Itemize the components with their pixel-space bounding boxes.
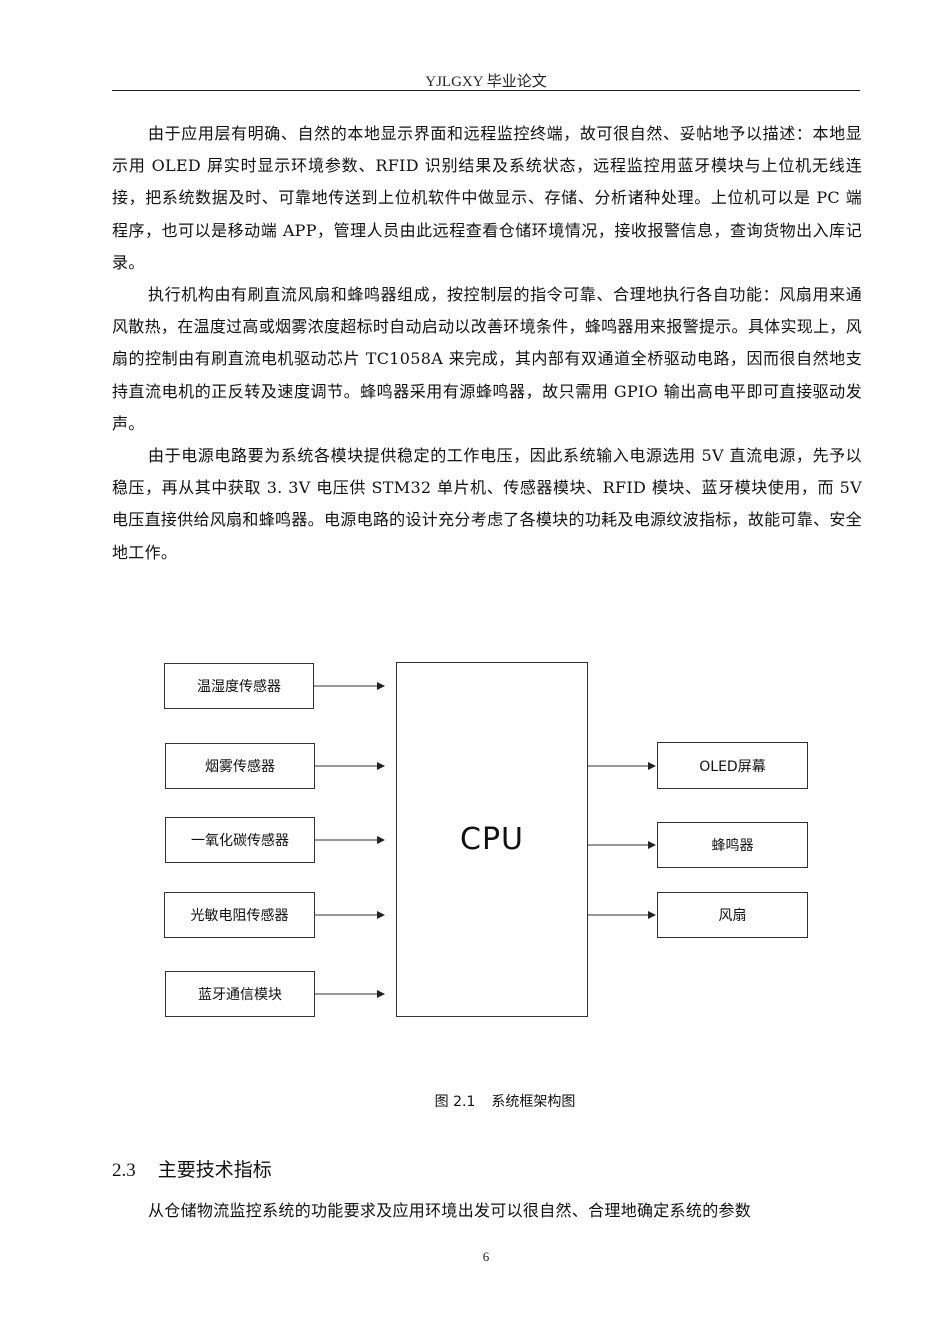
section-title: 主要技术指标 <box>157 1159 272 1181</box>
block-cpu: CPU <box>396 662 588 1017</box>
block-fan: 风扇 <box>657 892 808 938</box>
figure-title: 系统框架构图 <box>491 1094 576 1110</box>
section-heading: 2.3 主要技术指标 <box>112 1155 272 1182</box>
block-temp-humidity-sensor: 温湿度传感器 <box>164 663 314 709</box>
paragraph-power-supply: 由于电源电路要为系统各模块提供稳定的工作电压，因此系统输入电源选用 5V 直流电… <box>112 446 862 562</box>
paragraph-application-layer: 由于应用层有明确、自然的本地显示界面和远程监控终端，故可很自然、妥帖地予以描述：… <box>112 124 862 272</box>
header-divider <box>112 90 860 91</box>
block-oled-screen: OLED屏幕 <box>657 742 808 789</box>
page-header-title: YJLGXY 毕业论文 <box>425 74 547 90</box>
block-co-sensor: 一氧化碳传感器 <box>165 817 315 863</box>
figure-number: 图 2.1 <box>434 1094 476 1110</box>
figure-caption: 图 2.1 系统框架构图 <box>0 1091 950 1111</box>
paragraph-actuators: 执行机构由有刷直流风扇和蜂鸣器组成，按控制层的指令可靠、合理地执行各自功能：风扇… <box>112 285 862 433</box>
body-text: 由于应用层有明确、自然的本地显示界面和远程监控终端，故可很自然、妥帖地予以描述：… <box>112 118 862 569</box>
body-text-continued: 从仓储物流监控系统的功能要求及应用环境出发可以很自然、合理地确定系统的参数 <box>112 1195 862 1227</box>
paragraph-tech-specs: 从仓储物流监控系统的功能要求及应用环境出发可以很自然、合理地确定系统的参数 <box>148 1201 752 1220</box>
block-bluetooth-module: 蓝牙通信模块 <box>165 971 315 1017</box>
block-buzzer: 蜂鸣器 <box>657 822 808 868</box>
page-number: 6 <box>482 1249 490 1264</box>
section-number: 2.3 <box>112 1160 136 1181</box>
block-smoke-sensor: 烟雾传感器 <box>165 743 315 789</box>
block-photoresistor-sensor: 光敏电阻传感器 <box>164 892 315 938</box>
